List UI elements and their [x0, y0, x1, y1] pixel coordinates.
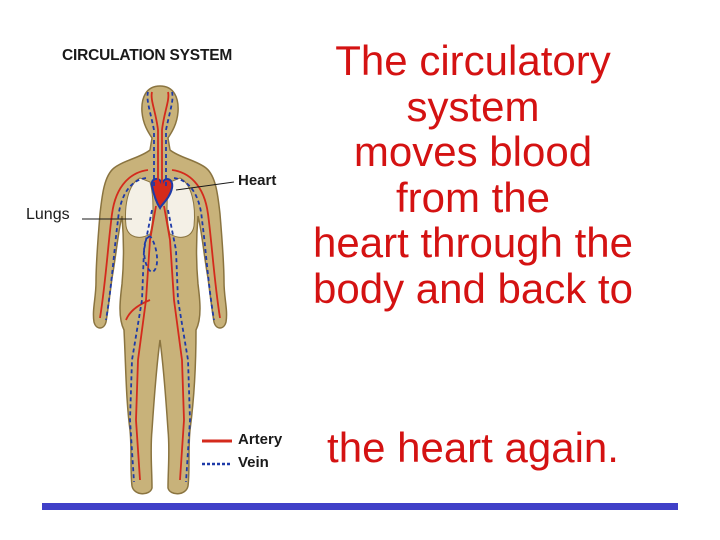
caption-line: body and back to	[313, 264, 633, 312]
caption-line: from the	[395, 173, 551, 221]
heart-pointer-line	[175, 181, 235, 191]
caption-line: The circulatory	[335, 37, 611, 84]
diagram-title: CIRCULATION SYSTEM	[62, 47, 233, 64]
lungs-label: Lungs	[26, 206, 70, 223]
heart-label: Heart	[238, 172, 277, 189]
caption-line: moves blood	[353, 128, 593, 175]
caption-line: heart through the	[313, 219, 633, 266]
legend-artery-label: Artery	[238, 431, 283, 448]
caption-tail: the heart again.	[327, 424, 619, 471]
bottom-rule	[42, 503, 678, 510]
lungs	[125, 177, 195, 238]
veins	[105, 91, 215, 483]
caption-text: The circulatory system moves blood from …	[258, 38, 688, 311]
caption-line: system	[406, 82, 540, 130]
legend-vein-label: Vein	[238, 454, 269, 471]
body-silhouette	[92, 85, 228, 495]
arteries	[99, 91, 221, 481]
